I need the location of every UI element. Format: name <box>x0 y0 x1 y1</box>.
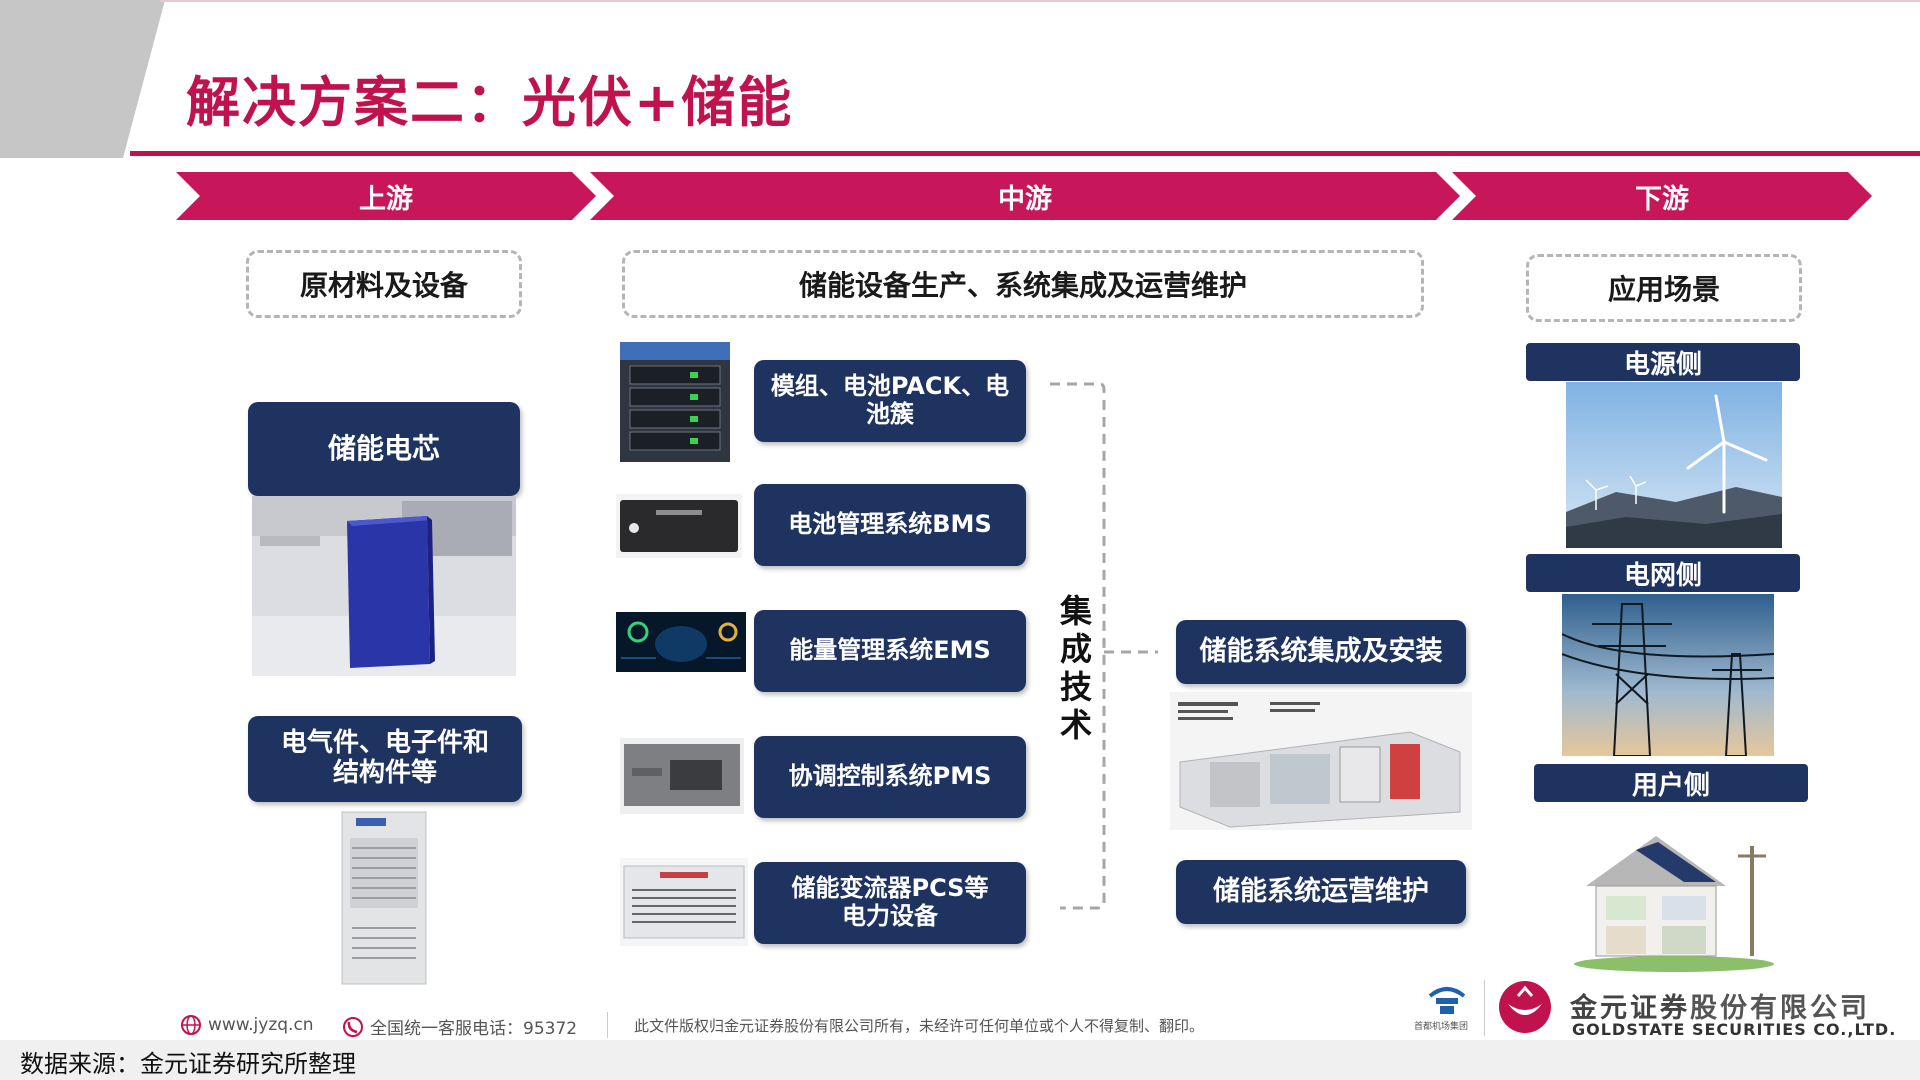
item-components: 电气件、电子件和 结构件等 <box>248 716 522 802</box>
pcs-line2: 电力设备 <box>842 902 938 930</box>
item-system-install: 储能系统集成及安装 <box>1176 620 1466 684</box>
item-system-operate: 储能系统运营维护 <box>1176 860 1466 924</box>
footer-hotline: 全国统一客服电话：95372 <box>342 1014 577 1039</box>
footer-website: www.jyzq.cn <box>180 1014 314 1036</box>
integration-bracket <box>1050 382 1158 910</box>
pms-device-photo <box>620 738 744 814</box>
stage-downstream: 下游 <box>1452 172 1872 220</box>
category-midstream: 储能设备生产、系统集成及运营维护 <box>622 250 1424 318</box>
footer-divider <box>607 1012 608 1038</box>
category-downstream: 应用场景 <box>1526 254 1802 322</box>
item-pms: 协调控制系统PMS <box>754 736 1026 818</box>
components-line2: 结构件等 <box>332 758 437 788</box>
cabinet-photo <box>336 808 432 988</box>
item-pcs: 储能变流器PCS等 电力设备 <box>754 862 1026 944</box>
source-strip <box>0 1040 1920 1080</box>
item-ems: 能量管理系统EMS <box>754 610 1026 692</box>
item-storage-cell: 储能电芯 <box>248 402 520 496</box>
page-title: 解决方案二：光伏+储能 <box>186 71 794 134</box>
category-upstream: 原材料及设备 <box>246 250 522 318</box>
brand-cn-bold: 金元证券 <box>1570 993 1690 1024</box>
container-system-photo <box>1170 692 1472 830</box>
ems-screen-photo <box>616 612 746 672</box>
house-solar-photo <box>1566 826 1782 974</box>
integration-char-4: 术 <box>1059 706 1092 744</box>
source-note: 数据来源：金元证券研究所整理 <box>20 1050 356 1078</box>
top-edge-line <box>160 0 1920 2</box>
brand-name-en: GOLDSTATE SECURITIES CO.,LTD. <box>1572 1020 1897 1039</box>
item-bms: 电池管理系统BMS <box>754 484 1026 566</box>
power-tower-photo <box>1562 594 1774 756</box>
stage-midstream: 中游 <box>590 172 1460 220</box>
website-text: www.jyzq.cn <box>208 1015 314 1035</box>
globe-icon <box>181 1015 201 1035</box>
pcs-device-photo <box>620 858 748 946</box>
integration-char-2: 成 <box>1059 630 1092 668</box>
integration-char-1: 集 <box>1059 592 1092 630</box>
battery-rack-photo <box>620 342 730 462</box>
scenario-source-side: 电源侧 <box>1526 343 1800 381</box>
wind-turbine-photo <box>1566 382 1782 548</box>
footer-copyright: 此文件版权归金元证券股份有限公司所有，未经许可任何单位或个人不得复制、翻印。 <box>634 1017 1205 1035</box>
phone-icon <box>343 1016 363 1037</box>
scenario-user-side: 用户侧 <box>1534 764 1808 802</box>
corner-decoration <box>0 0 165 158</box>
module-line2: 池簇 <box>866 400 914 428</box>
integration-char-3: 技 <box>1059 668 1092 706</box>
stage-upstream: 上游 <box>176 172 596 220</box>
item-module-pack: 模组、电池PACK、电 池簇 <box>754 360 1026 442</box>
integration-tech-label: 集 成 技 术 <box>1058 592 1094 744</box>
components-line1: 电气件、电子件和 <box>280 728 489 759</box>
airport-logo-icon <box>1428 987 1466 1014</box>
scenario-grid-side: 电网侧 <box>1526 554 1800 592</box>
goldstate-logo-icon <box>1499 981 1551 1033</box>
bms-device-photo <box>616 494 742 558</box>
hotline-text: 全国统一客服电话：95372 <box>370 1019 578 1039</box>
airport-group-name: 首都机场集团 <box>1414 1022 1469 1032</box>
battery-cell-photo <box>252 496 516 676</box>
brand-cn-rest: 股份有限公司 <box>1690 993 1870 1024</box>
logo-divider <box>1484 980 1485 1036</box>
brand-name-cn: 金元证券股份有限公司 <box>1570 986 1870 1025</box>
title-underline <box>130 151 1920 156</box>
pcs-line1: 储能变流器PCS等 <box>791 874 989 903</box>
module-line1: 模组、电池PACK、电 <box>770 372 1010 401</box>
